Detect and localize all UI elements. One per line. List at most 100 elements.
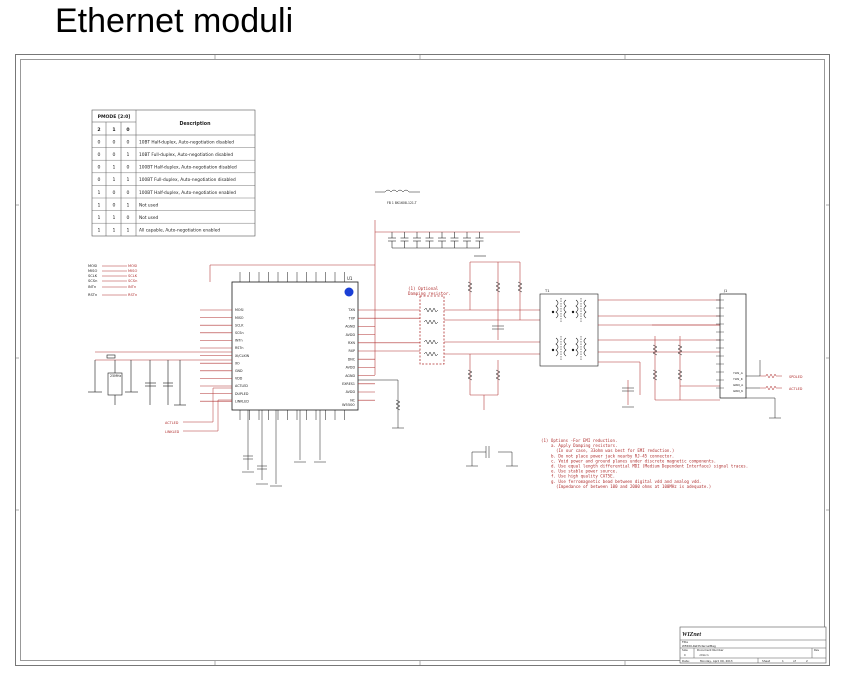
net-label: INTn bbox=[88, 285, 96, 289]
sheet-value: 1 bbox=[782, 659, 784, 663]
chip-pin-label: DNC bbox=[348, 357, 356, 361]
chip-ref: U1 bbox=[347, 276, 353, 281]
pmode-description-cell: 100BT Full-duplex, Auto-negotiation disa… bbox=[139, 177, 236, 183]
chip-pin-label: RSTn bbox=[235, 346, 244, 350]
net-label: RSTn bbox=[88, 293, 97, 297]
pmode-bit-cell: 1 bbox=[98, 228, 101, 234]
pmode-bit-cell: 1 bbox=[127, 202, 130, 208]
title-block: WIZnet Title W5500-Ref-ExternalMag Size … bbox=[679, 626, 827, 664]
damping-note-line: Damping resistor. bbox=[408, 291, 451, 296]
net-label: MOSI bbox=[128, 264, 137, 268]
pmode-bit-cell: 1 bbox=[113, 177, 116, 183]
sheet-label: Sheet bbox=[762, 659, 771, 663]
chip-pin-label: XI/CLKIN bbox=[235, 354, 250, 358]
pmode-description-cell: All capable, Auto-negotiation enabled bbox=[139, 228, 220, 234]
chip-pin-label: SCSn bbox=[235, 331, 244, 335]
pmode-bit-cell: 0 bbox=[113, 152, 116, 158]
title-value: W5500-Ref-ExternalMag bbox=[682, 644, 716, 648]
rj45-connector-j1: J1 bbox=[716, 289, 747, 399]
schematic-sheet bbox=[15, 54, 830, 666]
pmode-bit-cell: 1 bbox=[127, 228, 130, 234]
pmode-bit-1: 1 bbox=[112, 127, 115, 133]
pmode-header-group: PMODE [2:0] bbox=[98, 114, 131, 120]
pmode-description-cell: 100BT Half-duplex, Auto-negotiation disa… bbox=[139, 165, 237, 171]
pmode-bit-cell: 1 bbox=[127, 152, 130, 158]
pmode-bit-cell: 1 bbox=[113, 215, 116, 221]
chip-pin-label: AVDD bbox=[346, 333, 356, 337]
damping-resistor-box bbox=[419, 295, 445, 365]
rev-label: Rev bbox=[814, 648, 820, 652]
net-label: SCLK bbox=[88, 274, 98, 278]
pmode-bit-cell: 1 bbox=[113, 228, 116, 234]
damping-note-line: (1) Optional bbox=[408, 286, 439, 291]
pmode-bit-cell: 0 bbox=[127, 190, 130, 196]
led-pin-tag: YLW_K bbox=[733, 377, 744, 381]
design-notes: (1) Options -For EMI reduction.a. Apply … bbox=[541, 438, 748, 489]
design-note-line: g. Use ferromagnetic bead between digita… bbox=[551, 479, 701, 484]
chip-pin-label: MISO bbox=[235, 316, 244, 320]
net-labels-left: MOSI MISO SCLK SCSn INTn RSTn MOSI MISO … bbox=[88, 264, 138, 297]
pmode-description-cell: 100BT Half-duplex, Auto-negotiation enab… bbox=[139, 190, 236, 196]
chip-pin-label: TXP bbox=[348, 316, 355, 320]
of-label: of bbox=[793, 659, 797, 663]
net-label: INTn bbox=[128, 285, 136, 289]
design-note-line: d. Use equal length differential MDI (Me… bbox=[551, 464, 748, 469]
chip-pin-label: AVDD bbox=[346, 366, 356, 370]
size-value: C bbox=[684, 653, 686, 657]
pmode-header-description: Description bbox=[179, 121, 211, 127]
pmode-bit-cell: 1 bbox=[98, 190, 101, 196]
document-number-label: Document Number bbox=[697, 648, 724, 652]
connector-label: J1 bbox=[723, 289, 727, 293]
pmode-bit-cell: 0 bbox=[113, 202, 116, 208]
chip-pin-label: VDD bbox=[235, 377, 243, 381]
chip-pin1-marker bbox=[344, 287, 354, 297]
chip-pin-label: TXN bbox=[347, 308, 355, 312]
net-label: MISO bbox=[88, 269, 97, 273]
chip-pin-label: INTn bbox=[235, 339, 243, 343]
chip-pin-label: AGND bbox=[345, 374, 355, 378]
pmode-bit-cell: 0 bbox=[113, 190, 116, 196]
pmode-bit-cell: 0 bbox=[127, 139, 130, 145]
led-pin-tag: GRN_K bbox=[733, 389, 744, 393]
pmode-bit-cell: 1 bbox=[98, 202, 101, 208]
date-value: Monday, April 09, 2013 bbox=[700, 659, 733, 663]
chip-pin-label: RXP bbox=[348, 349, 355, 353]
title-label: Title bbox=[681, 640, 688, 644]
pmode-description-cell: 10BT Half-duplex, Auto-negotiation disab… bbox=[139, 139, 234, 145]
net-label: SCLK bbox=[128, 274, 138, 278]
chip-pin-label: ACTLED bbox=[235, 384, 248, 388]
chip-pin-label: EXRES1 bbox=[342, 382, 355, 386]
pmode-bit-0: 0 bbox=[126, 127, 129, 133]
pmode-bit-cell: 0 bbox=[127, 165, 130, 171]
chip-pin-label: NC bbox=[350, 398, 355, 402]
slide-title: Ethernet moduli bbox=[55, 2, 294, 40]
ferrite-label: FB 1 BK1608-121-T bbox=[387, 201, 417, 205]
chip-pin-label: XO bbox=[235, 361, 240, 365]
chip-pin-label: RXN bbox=[348, 341, 356, 345]
pmode-bit-cell: 0 bbox=[113, 139, 116, 145]
design-note-line: (In our case, 33ohm was best for EMI red… bbox=[556, 448, 674, 453]
design-note-line: (1) Options -For EMI reduction. bbox=[541, 438, 617, 443]
chip-pin-label: MOSI bbox=[235, 308, 244, 312]
net-label: MISO bbox=[128, 269, 137, 273]
schematic-border bbox=[20, 59, 825, 661]
chip-name: W5500 bbox=[342, 403, 355, 407]
chip-pin-label: AGND bbox=[345, 325, 355, 329]
design-note-line: b. Do not place power jack nearby RJ-45 … bbox=[551, 453, 674, 458]
crystal-label: 25MHz bbox=[110, 374, 122, 378]
design-note-line: e. Use stable power source. bbox=[551, 469, 618, 474]
pmode-bit-cell: 1 bbox=[127, 177, 130, 183]
crystal-section bbox=[88, 351, 232, 406]
design-note-line: (Impedance of between 100 and 2000 ohms … bbox=[556, 484, 711, 489]
design-note-line: f. Use high quality CAT5E. bbox=[551, 474, 615, 479]
pmode-bit-cell: 0 bbox=[98, 177, 101, 183]
led-pin-tag: YLW_A bbox=[733, 371, 744, 375]
size-label: Size bbox=[682, 648, 688, 652]
net-label: RSTn bbox=[128, 293, 137, 297]
net-label: LINKLED bbox=[165, 430, 180, 434]
design-note-line: a. Apply Damping resistors. bbox=[551, 443, 618, 448]
pmode-description-cell: 10BT Full-duplex, Auto-negotiation disab… bbox=[139, 152, 233, 158]
company-logo: WIZnet bbox=[682, 632, 701, 638]
